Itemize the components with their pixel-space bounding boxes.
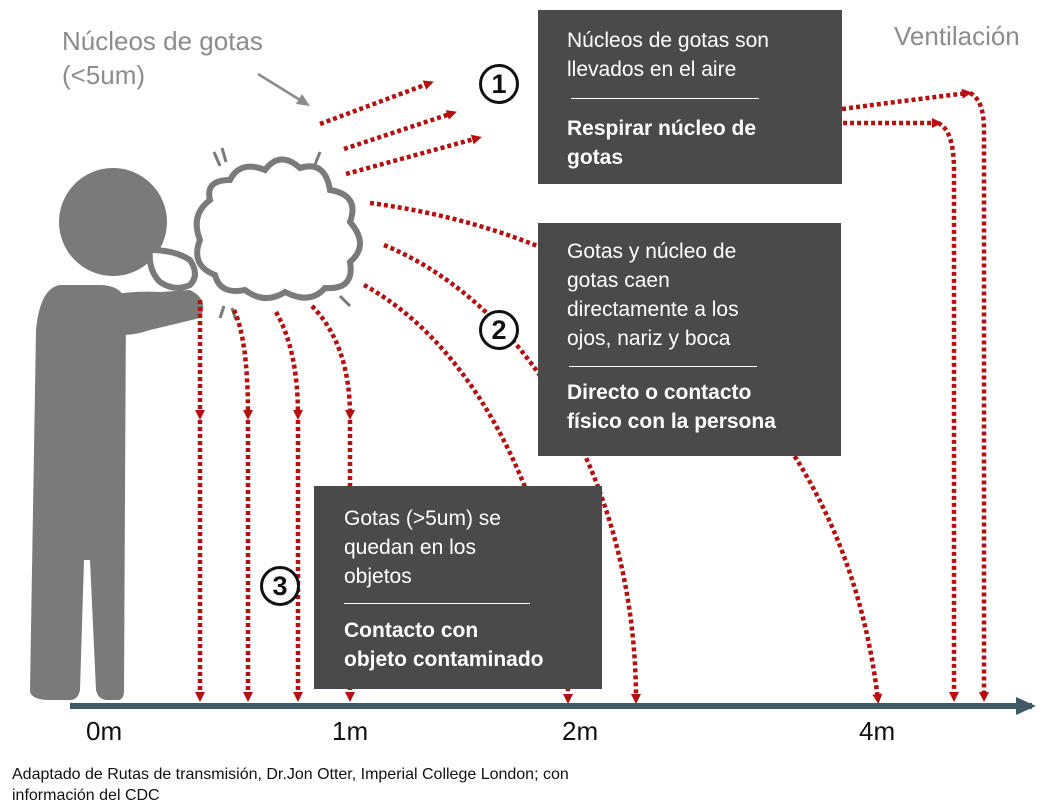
ventilation-arrow-1 (841, 88, 972, 112)
route-box-3-text: Gotas (>5um) se quedan en los objetos (344, 507, 501, 588)
route-box-3: Gotas (>5um) se quedan en los objetos Co… (314, 486, 602, 689)
fall-arrow-3 (274, 310, 303, 420)
pointer-arrow (257, 72, 310, 106)
source-footnote: Adaptado de Rutas de transmisión, Dr.Jon… (12, 766, 569, 804)
route-box-1-text: Núcleos de gotas son llevados en el aire (567, 29, 769, 81)
ventilation-drop-2 (936, 120, 959, 702)
droplet-nuclei-label: Núcleos de gotas (<5um) (62, 26, 263, 90)
ventilation-label: Ventilación (894, 21, 1020, 51)
person-figure (30, 168, 204, 700)
fall-arrow-4 (310, 304, 355, 420)
route-number-1: 1 (479, 64, 519, 104)
route-box-3-divider (344, 603, 530, 604)
route-box-1-divider (571, 98, 759, 99)
cough-cloud-icon (193, 147, 363, 321)
distance-tick-2m: 2m (562, 716, 599, 746)
route-box-2: Gotas y núcleo de gotas caen directament… (538, 223, 841, 456)
airborne-arrow-1 (319, 80, 434, 127)
route-box-1-bold: Respirar núcleo de gotas (567, 117, 757, 169)
distance-tick-4m: 4m (859, 716, 896, 746)
route-box-1: Núcleos de gotas son llevados en el aire… (538, 10, 842, 184)
fall-arrow-2 (231, 309, 253, 420)
route-box-2-bold: Directo o contacto físico con la persona (567, 381, 776, 433)
distance-tick-0m: 0m (86, 716, 123, 746)
route-number-3: 3 (260, 566, 300, 606)
route-number-2: 2 (479, 310, 519, 350)
distance-tick-1m: 1m (332, 716, 369, 746)
airborne-arrow-3 (345, 134, 482, 177)
airborne-arrow-2 (343, 110, 457, 152)
route-box-3-bold: Contacto con objeto contaminado (344, 619, 544, 671)
ventilation-drop-1 (968, 90, 989, 702)
route-box-2-text: Gotas y núcleo de gotas caen directament… (567, 240, 739, 350)
route-box-2-divider (569, 366, 757, 367)
